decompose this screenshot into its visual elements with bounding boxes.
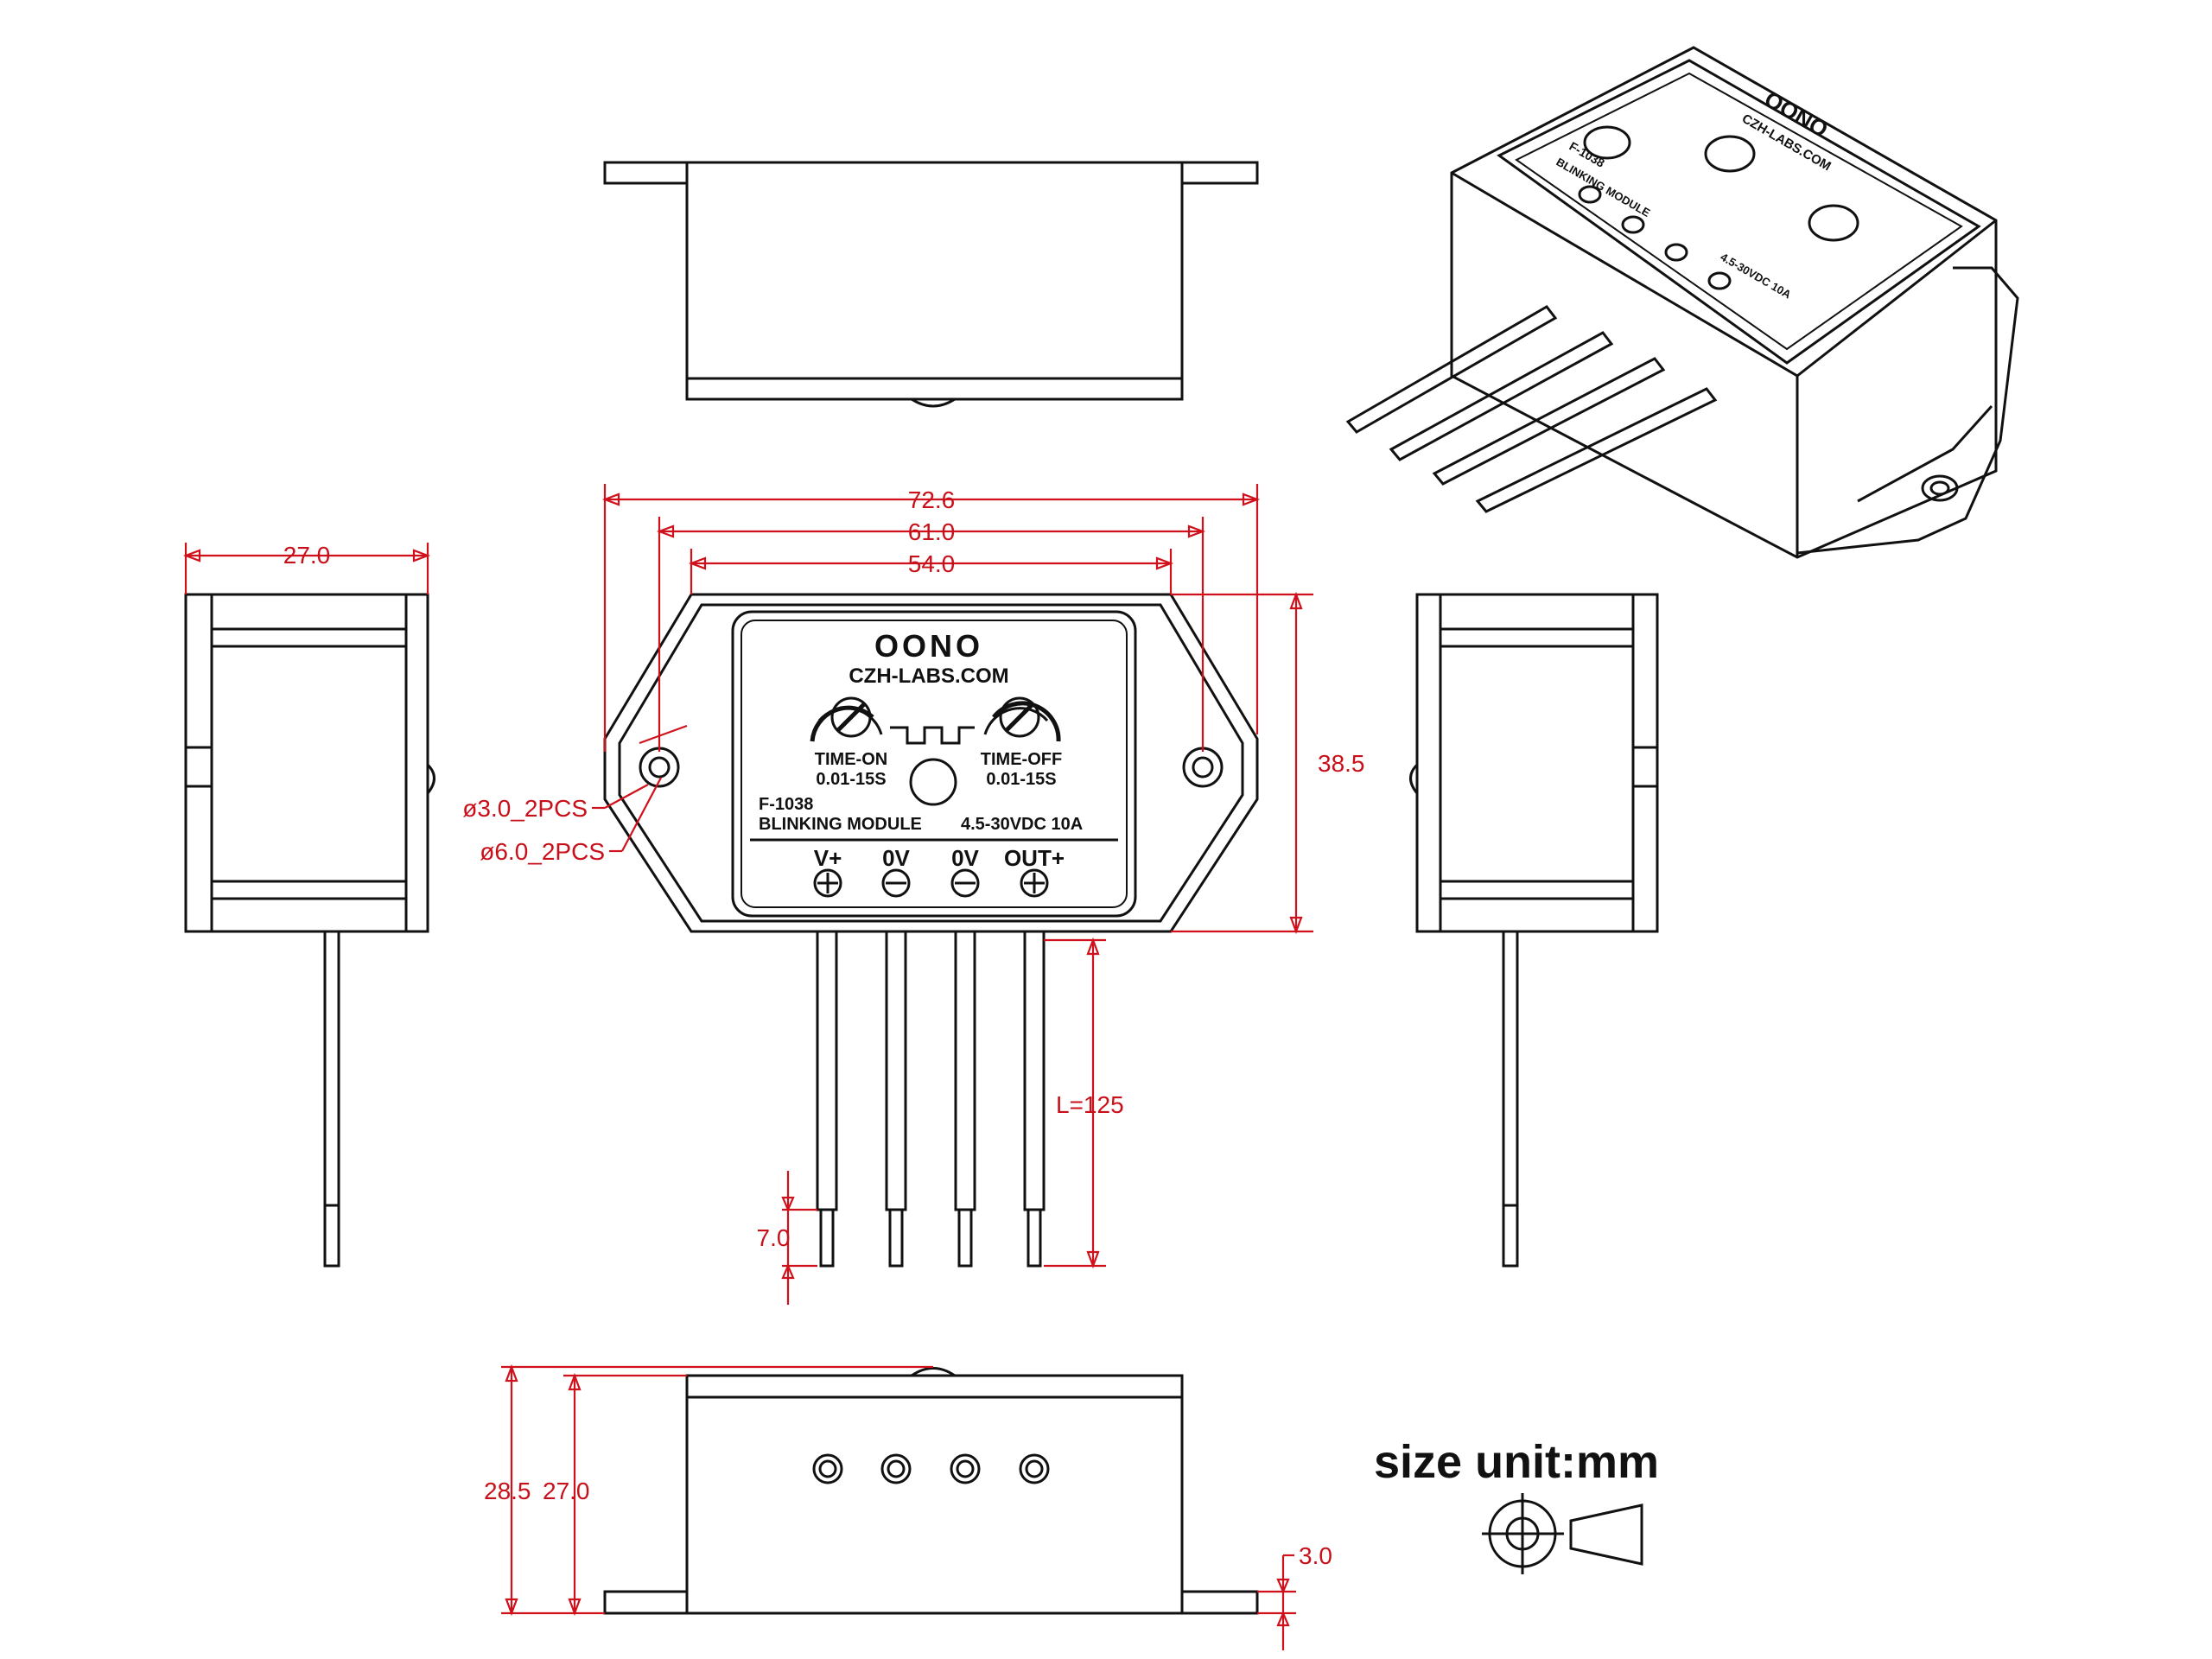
terminal-screw-icons — [813, 868, 1049, 898]
unit-label: size unit:mm — [1374, 1436, 1659, 1488]
dim-hole-spacing: 61.0 — [908, 518, 956, 545]
bottom-view — [603, 1367, 1259, 1615]
right-side-view — [1409, 593, 1659, 1268]
terminal-label-vplus: V+ — [814, 845, 842, 871]
time-on-range: 0.01-15S — [816, 770, 886, 789]
dim-overall-width: 72.6 — [908, 486, 956, 513]
front-brand-logo: OONO — [874, 628, 983, 664]
model-label: F-1038 — [759, 795, 813, 814]
output-wires — [816, 930, 1046, 1268]
mount-hole-right — [1182, 747, 1224, 788]
dim-body-depth: 27.0 — [543, 1478, 590, 1504]
rating-label: 4.5-30VDC 10A — [961, 815, 1083, 834]
front-view: OONO CZH-LABS.COM TIME-ON 0.01-15S TIME-… — [603, 593, 1259, 1268]
iso-rating-label: 4.5-30VDC 10A — [1719, 251, 1795, 302]
dimension-lines — [182, 484, 1313, 1650]
unit-legend: size unit:mm — [1374, 1436, 1659, 1574]
pulse-symbol — [890, 726, 975, 745]
iso-module-label: BLINKING MODULE — [1554, 156, 1653, 220]
isometric-view: OONO CZH-LABS.COM F-1038 BLINKING MODULE… — [1345, 46, 2019, 559]
front-website-label: CZH-LABS.COM — [849, 664, 1008, 688]
top-view — [603, 161, 1259, 408]
dim-wire-length: L=125 — [1056, 1091, 1124, 1118]
dim-total-depth: 28.5 — [484, 1478, 531, 1504]
dim-flange-thickness: 3.0 — [1299, 1542, 1332, 1569]
dim-body-width: 54.0 — [908, 550, 956, 577]
time-off-knob — [983, 696, 1061, 742]
module-name-label: BLINKING MODULE — [759, 815, 922, 834]
terminal-label-0v-1: 0V — [882, 845, 910, 871]
time-off-label: TIME-OFF — [981, 750, 1062, 769]
time-on-knob — [810, 696, 883, 742]
left-side-view — [184, 593, 435, 1268]
status-led — [909, 758, 957, 806]
terminal-label-outplus: OUT+ — [1004, 845, 1065, 871]
dim-hole-large: ø6.0_2PCS — [480, 838, 605, 865]
time-off-range: 0.01-15S — [986, 770, 1056, 789]
dim-hole-small: ø3.0_2PCS — [462, 795, 588, 822]
dim-height: 38.5 — [1318, 750, 1365, 777]
dim-side-width: 27.0 — [283, 542, 331, 569]
dim-strip-length: 7.0 — [757, 1224, 791, 1251]
terminal-label-0v-2: 0V — [951, 845, 979, 871]
dimension-labels: 72.6 61.0 54.0 27.0 38.5 ø3.0_2PCS ø6.0_… — [283, 486, 1365, 1569]
time-on-label: TIME-ON — [815, 750, 887, 769]
projection-symbol-icon — [1482, 1493, 1643, 1574]
